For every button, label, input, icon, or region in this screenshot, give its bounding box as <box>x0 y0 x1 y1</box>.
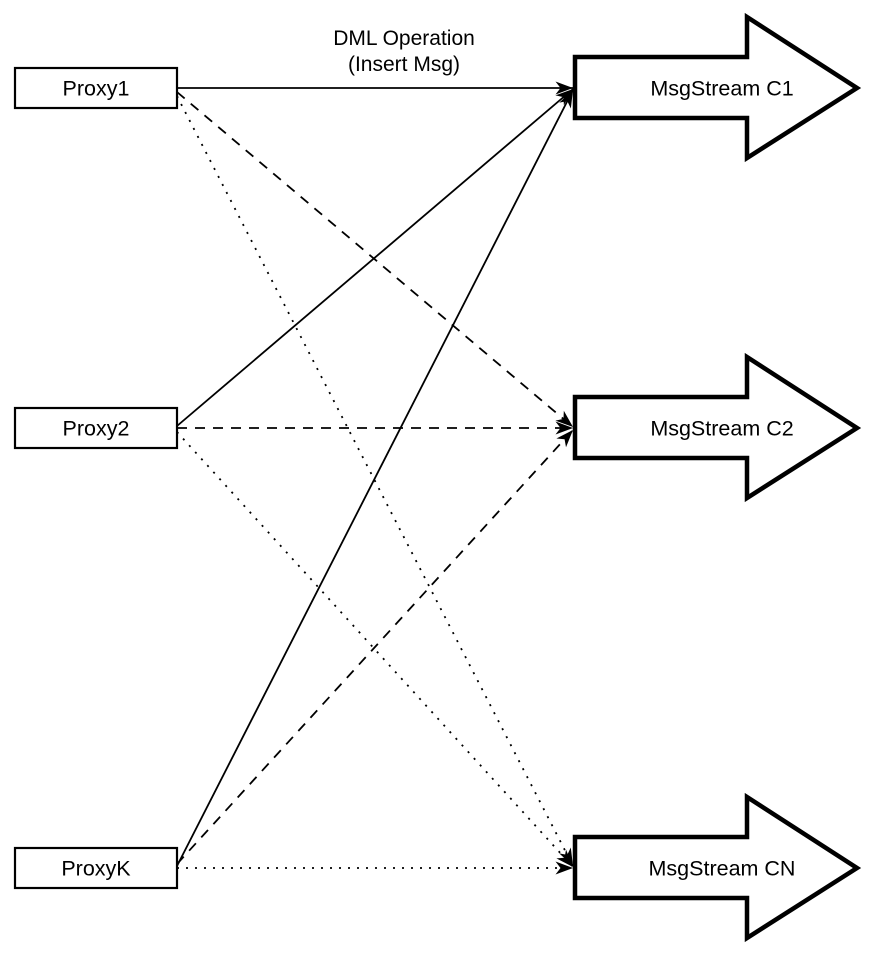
proxyk-label: ProxyK <box>61 857 131 881</box>
stream-node-c2: MsgStream C2 <box>572 352 862 503</box>
proxy2-label: Proxy2 <box>63 417 130 441</box>
proxy1-label: Proxy1 <box>63 77 130 101</box>
stream-node-c1: MsgStream C1 <box>572 12 862 163</box>
msgstream-c1-arrow-shape <box>572 12 862 163</box>
proxy-node-k: ProxyK <box>13 846 179 890</box>
annotation-line2: (Insert Msg) <box>348 53 460 76</box>
msgstream-c2-label: MsgStream C2 <box>650 417 793 441</box>
edge-proxy2-to-c1-solid <box>176 88 574 427</box>
edge-proxyk-to-c1-solid <box>176 89 574 867</box>
proxy-node-1: Proxy1 <box>13 66 179 110</box>
msgstream-c2-arrow-shape <box>572 352 862 503</box>
stream-node-cn: MsgStream CN <box>572 792 862 943</box>
proxy-node-2: Proxy2 <box>13 406 179 450</box>
edge-proxyk-to-c2-dashed <box>176 429 574 865</box>
edge-group <box>176 81 574 875</box>
msgstream-c1-label: MsgStream C1 <box>650 77 793 101</box>
proxy1-box <box>13 66 179 110</box>
msgstream-cn-arrow-shape <box>572 792 862 943</box>
proxy2-box <box>13 406 179 450</box>
edge-proxy1-to-c2-dashed <box>176 91 574 428</box>
proxyk-box <box>13 846 179 890</box>
annotation-line1: DML Operation <box>333 27 475 50</box>
annotation: DML Operation (Insert Msg) <box>333 27 475 76</box>
edge-proxy2-to-cn-dotted <box>176 431 574 868</box>
msgstream-cn-label: MsgStream CN <box>649 857 796 881</box>
edge-proxy1-to-cn-dotted <box>176 95 574 867</box>
